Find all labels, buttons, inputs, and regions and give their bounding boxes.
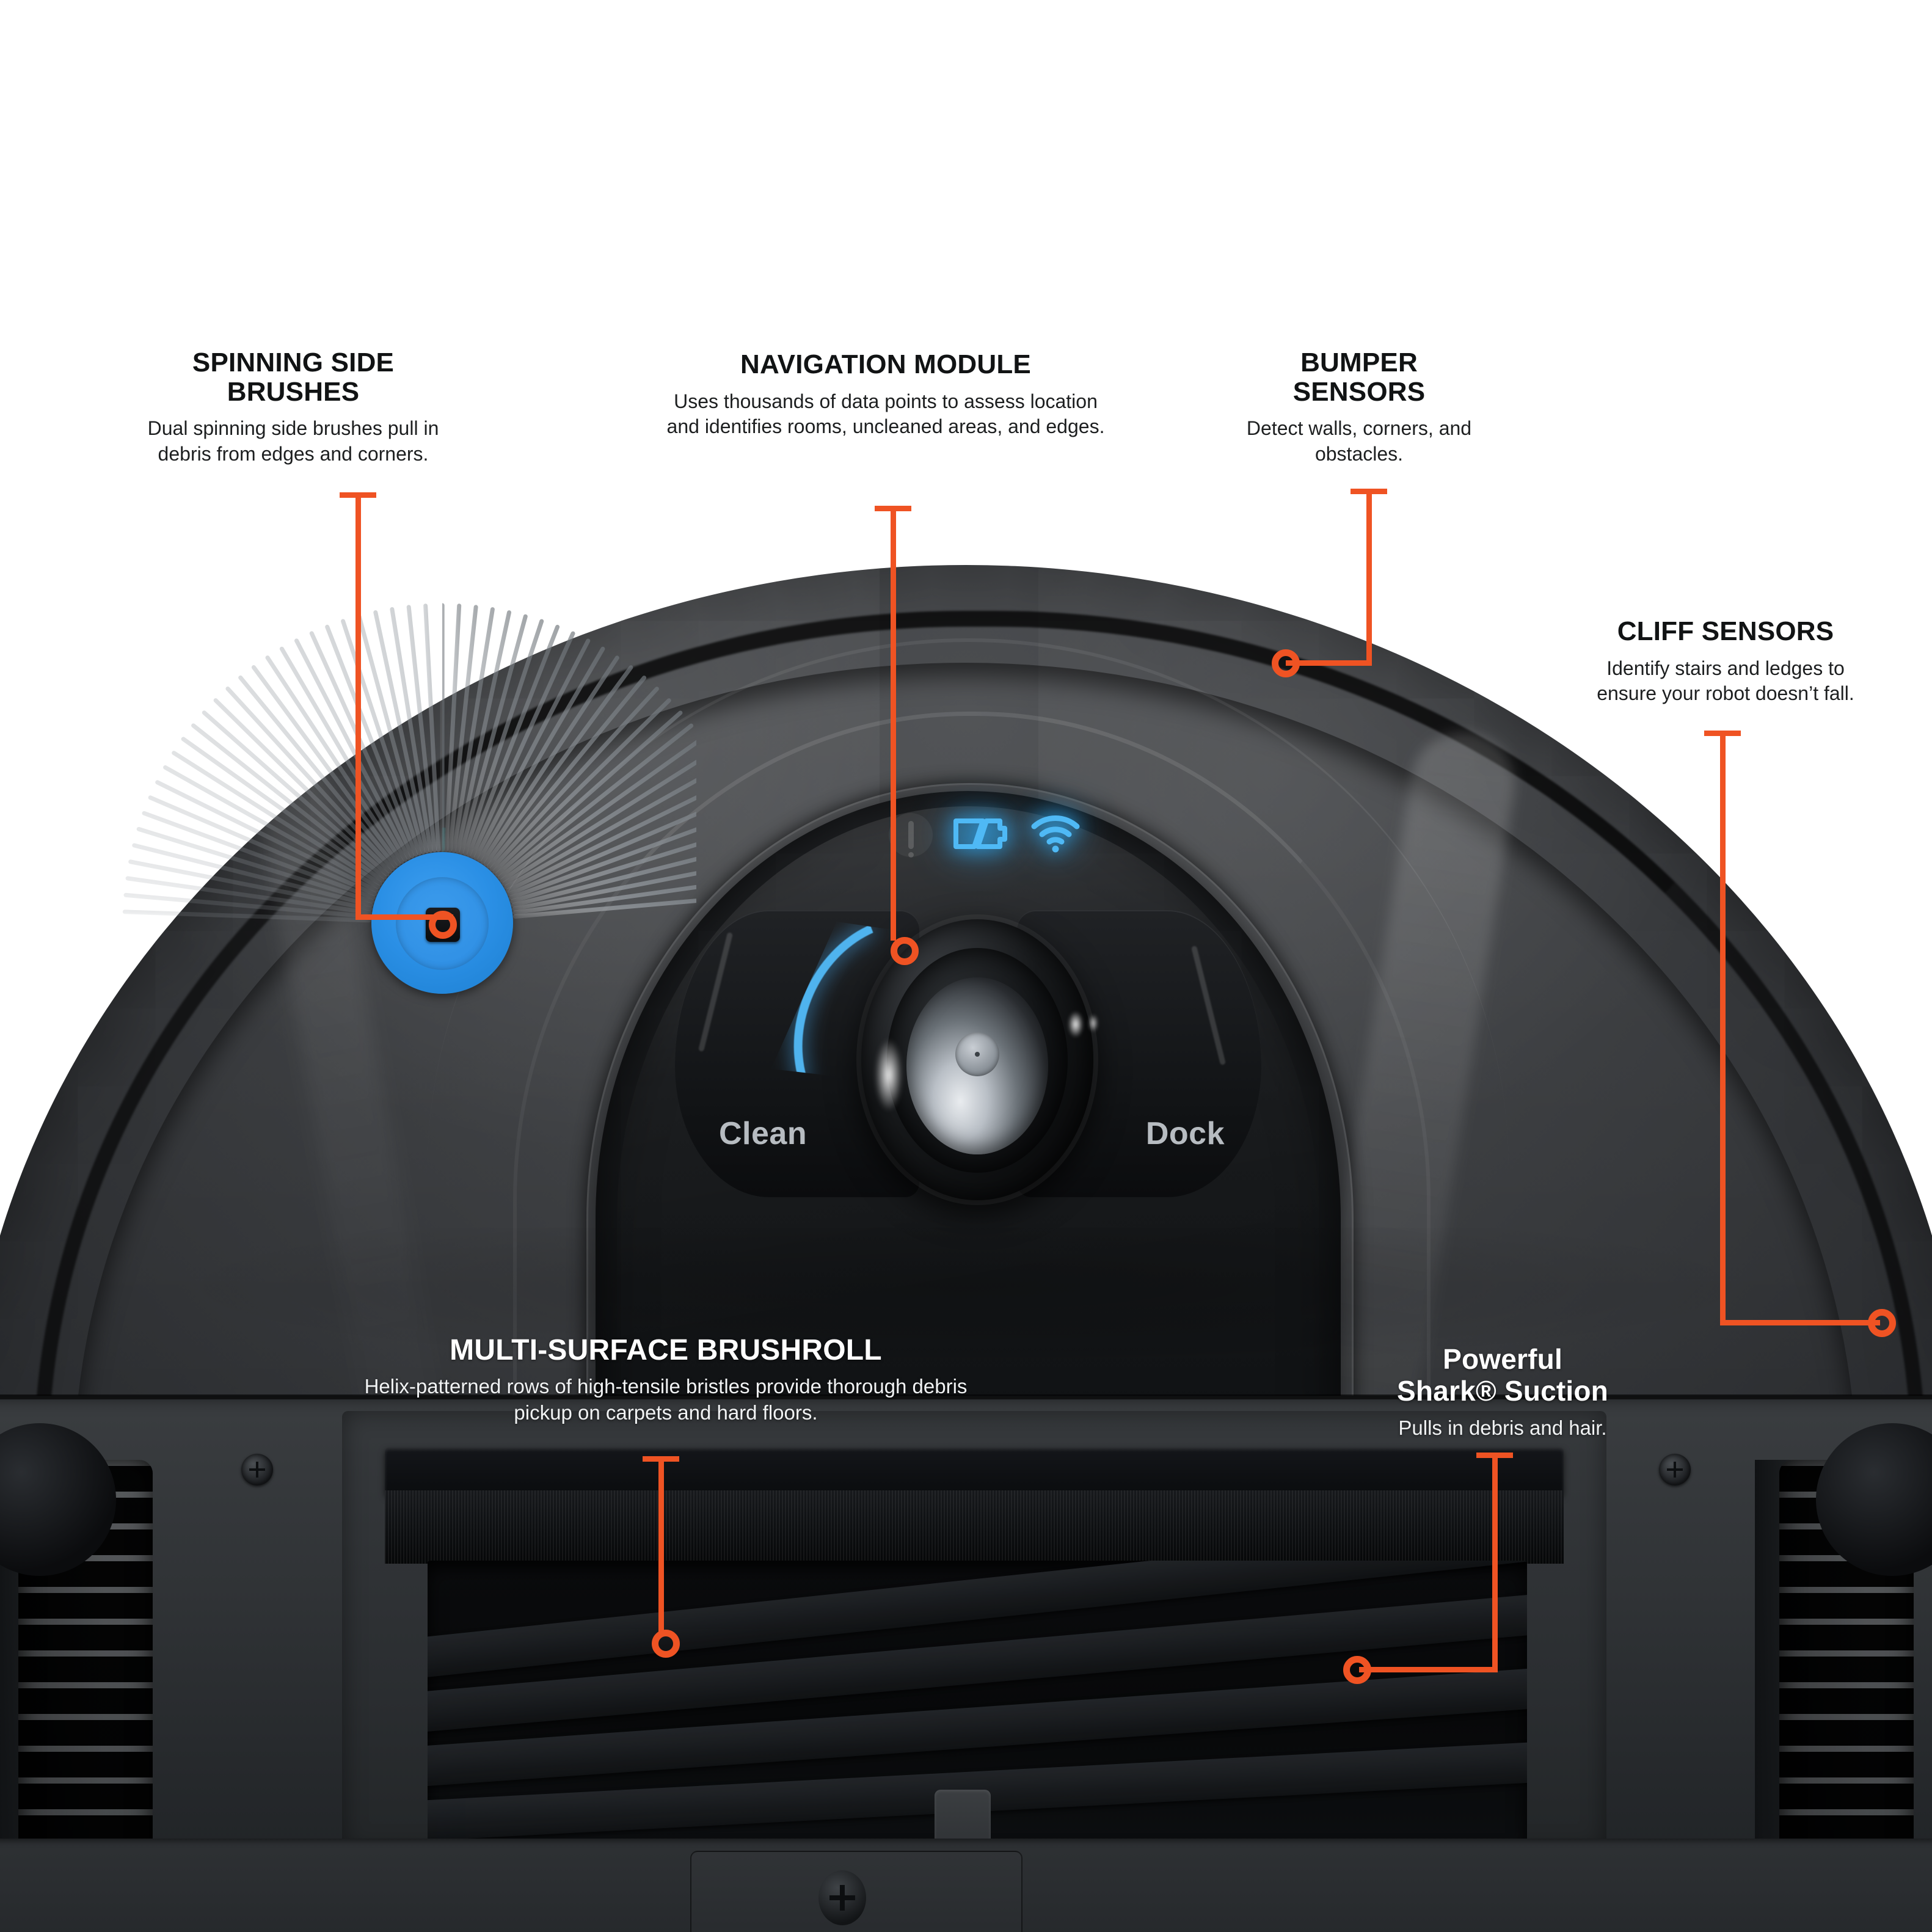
callout-navigation-module: NAVIGATION MODULE Uses thousands of data… [666, 350, 1106, 440]
callout-cliff-sensors: CLIFF SENSORS Identify stairs and ledges… [1582, 617, 1869, 707]
leader-line-side-brushes-h [355, 914, 453, 920]
callout-body: Pulls in debris and hair. [1398, 1416, 1607, 1440]
dock-button-label: Dock [1145, 1116, 1225, 1151]
callout-body: Helix-patterned rows of high-tensile bri… [364, 1374, 968, 1424]
dial-specular-left [875, 1038, 903, 1112]
dome-ring-a [513, 712, 1431, 1932]
leader-line-cliff [1720, 731, 1726, 1325]
chassis-screw-right [1659, 1454, 1691, 1485]
leader-line-suction-h [1359, 1667, 1498, 1672]
exclamation-icon [889, 813, 933, 858]
callout-body: Identify stairs and ledges to ensure you… [1597, 657, 1854, 705]
chassis-screw-left [241, 1454, 273, 1485]
callout-title: BUMPER SENSORS [1292, 348, 1426, 407]
battery-indicator [953, 815, 1010, 856]
error-indicator [889, 813, 933, 858]
callout-bumper-sensors: BUMPER SENSORS Detect walls, corners, an… [1219, 348, 1500, 467]
leader-dot-navigation [891, 937, 919, 965]
wifi-indicator [1030, 814, 1081, 856]
leader-line-bumper-h [1286, 660, 1372, 666]
dial-specular-right [1068, 1011, 1084, 1038]
leader-line-bumper [1366, 489, 1372, 665]
leader-line-suction [1492, 1453, 1498, 1672]
callout-multi-surface-brushroll: MULTI-SURFACE BRUSHROLL Helix-patterned … [342, 1335, 990, 1426]
callout-spinning-side-brushes: SPINNING SIDE BRUSHES Dual spinning side… [140, 348, 446, 467]
callout-body: Dual spinning side brushes pull in debri… [147, 417, 439, 465]
callout-title: SPINNING SIDE BRUSHES [192, 348, 395, 407]
callout-body: Uses thousands of data points to assess … [666, 390, 1105, 438]
wifi-icon [1031, 815, 1080, 852]
leader-line-side-brushes [355, 492, 361, 920]
right-wheel-hub [1816, 1423, 1932, 1576]
leader-dot-suction [1343, 1656, 1371, 1684]
dome-ring-b [428, 638, 1509, 1932]
brushroll-housing [385, 1448, 1564, 1495]
leader-dot-cliff [1868, 1309, 1896, 1337]
leader-line-navigation [891, 506, 896, 941]
leader-dot-bumper [1272, 649, 1300, 677]
dial-center-pin [975, 1052, 980, 1057]
dial-specular-right2 [1088, 1014, 1098, 1032]
leader-line-brushroll [658, 1456, 664, 1636]
battery-cover-screw [818, 1870, 866, 1925]
callout-body: Detect walls, corners, and obstacles. [1246, 417, 1472, 465]
clean-button-label: Clean [719, 1116, 807, 1151]
callout-title: Powerful Shark® Suction [1397, 1343, 1608, 1407]
callout-powerful-shark-suction: Powerful Shark® Suction Pulls in debris … [1350, 1343, 1655, 1442]
callout-title: MULTI-SURFACE BRUSHROLL [450, 1334, 882, 1366]
leader-line-cliff-h [1720, 1320, 1880, 1325]
status-indicator-row [889, 801, 1080, 869]
navigation-arch-rim [586, 783, 1354, 1932]
callout-title: CLIFF SENSORS [1617, 616, 1834, 646]
brushroll-bristle-row [385, 1490, 1564, 1564]
underside-edge-line [0, 1394, 1932, 1399]
leader-dot-brushroll [652, 1630, 680, 1658]
callout-title: NAVIGATION MODULE [740, 349, 1031, 379]
battery-charging-icon [953, 818, 1007, 849]
leader-dot-side-brushes [429, 911, 457, 939]
